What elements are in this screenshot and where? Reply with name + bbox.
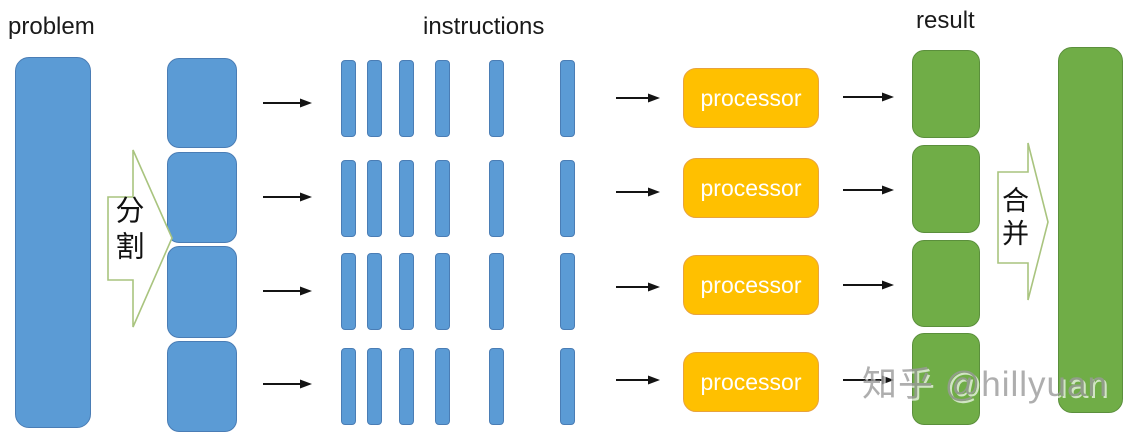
instruction-bar xyxy=(489,253,504,330)
processor-box-2: processor xyxy=(683,158,819,218)
instruction-bar xyxy=(367,253,382,330)
instruction-bar xyxy=(435,160,450,237)
merge-arrow-label: 合并 xyxy=(998,186,1028,252)
instruction-bar xyxy=(489,60,504,137)
instruction-bar xyxy=(560,160,575,237)
instruction-bar xyxy=(367,160,382,237)
processor-label: processor xyxy=(700,271,802,298)
instruction-bar xyxy=(341,160,356,237)
problem-title: problem xyxy=(8,13,95,40)
processor-box-4: processor xyxy=(683,352,819,412)
result-chunk-2 xyxy=(912,145,980,233)
result-chunk-4 xyxy=(912,333,980,425)
problem-block xyxy=(15,57,91,428)
instruction-bar xyxy=(489,160,504,237)
processor-box-1: processor xyxy=(683,68,819,128)
problem-chunk-3 xyxy=(167,246,237,338)
instruction-bar xyxy=(341,60,356,137)
problem-chunk-1 xyxy=(167,58,237,148)
instruction-bar xyxy=(341,348,356,425)
instruction-bar xyxy=(399,160,414,237)
instruction-bar xyxy=(489,348,504,425)
problem-chunk-2 xyxy=(167,152,237,243)
instruction-bar xyxy=(560,253,575,330)
instructions-title: instructions xyxy=(423,13,545,40)
instruction-bar xyxy=(560,60,575,137)
processor-label: processor xyxy=(700,174,802,201)
instruction-bar xyxy=(341,253,356,330)
processor-label: processor xyxy=(700,84,802,111)
processor-box-3: processor xyxy=(683,255,819,315)
instruction-bar xyxy=(435,348,450,425)
instruction-bar xyxy=(399,348,414,425)
split-arrow-label: 分割 xyxy=(111,195,143,267)
instruction-bar xyxy=(367,60,382,137)
result-chunk-1 xyxy=(912,50,980,138)
result-chunk-3 xyxy=(912,240,980,327)
instruction-bar xyxy=(435,60,450,137)
instruction-bar xyxy=(399,253,414,330)
problem-chunk-4 xyxy=(167,341,237,432)
instruction-bar xyxy=(560,348,575,425)
result-title: result xyxy=(916,7,975,34)
instruction-bar xyxy=(435,253,450,330)
processor-label: processor xyxy=(700,368,802,395)
watermark: 知乎 @hillyuan xyxy=(862,365,1108,404)
instruction-bar xyxy=(399,60,414,137)
instruction-bar xyxy=(367,348,382,425)
merged-result-block xyxy=(1058,47,1123,413)
